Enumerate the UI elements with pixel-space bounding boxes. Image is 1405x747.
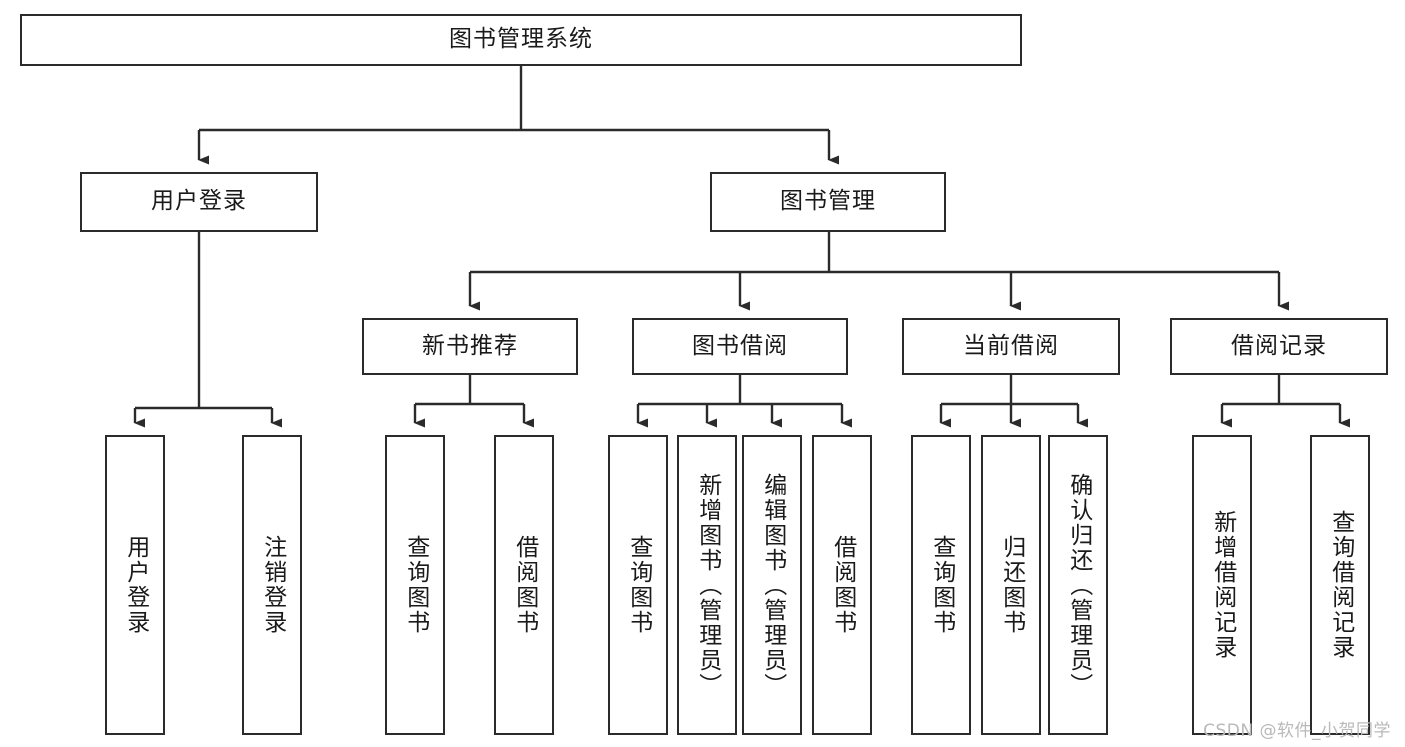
node-borrow-record[interactable]: 借阅记录 [1170, 318, 1388, 375]
leaf-book-borrow-add[interactable]: 新增图书（管理员） [677, 435, 737, 735]
watermark-text: CSDN @软件_小贺同学 [1203, 721, 1391, 741]
node-label: 借阅记录 [1231, 332, 1327, 359]
node-label: 查询图书 [402, 535, 429, 635]
node-user-login[interactable]: 用户登录 [80, 172, 318, 232]
node-label: 编辑图书（管理员） [759, 472, 786, 698]
node-label: 注销登录 [259, 535, 286, 635]
node-label: 用户登录 [151, 188, 247, 215]
leaf-current-borrow-query[interactable]: 查询图书 [911, 435, 971, 735]
node-label: 图书借阅 [692, 332, 788, 359]
node-label: 新书推荐 [422, 332, 518, 359]
node-label: 用户登录 [122, 535, 149, 635]
leaf-current-borrow-confirm-return[interactable]: 确认归还（管理员） [1048, 435, 1108, 735]
leaf-new-book-query[interactable]: 查询图书 [385, 435, 445, 735]
node-label: 归还图书 [998, 535, 1025, 635]
leaf-user-login-signout[interactable]: 注销登录 [242, 435, 302, 735]
leaf-borrow-record-query[interactable]: 查询借阅记录 [1310, 435, 1370, 735]
leaf-user-login-signin[interactable]: 用户登录 [105, 435, 165, 735]
node-label: 图书管理系统 [449, 26, 593, 53]
node-book-borrow[interactable]: 图书借阅 [632, 318, 848, 375]
node-new-book-recommend[interactable]: 新书推荐 [362, 318, 578, 375]
leaf-new-book-borrow[interactable]: 借阅图书 [494, 435, 554, 735]
node-label: 借阅图书 [829, 535, 856, 635]
leaf-book-borrow-lend[interactable]: 借阅图书 [812, 435, 872, 735]
node-label: 图书管理 [780, 188, 876, 215]
node-label: 查询图书 [928, 535, 955, 635]
node-current-borrow[interactable]: 当前借阅 [902, 318, 1120, 375]
node-label: 借阅图书 [511, 535, 538, 635]
node-label: 新增借阅记录 [1209, 510, 1236, 660]
leaf-current-borrow-return[interactable]: 归还图书 [981, 435, 1041, 735]
node-label: 当前借阅 [963, 332, 1059, 359]
node-label: 查询图书 [625, 535, 652, 635]
node-label: 确认归还（管理员） [1065, 472, 1092, 698]
leaf-borrow-record-add[interactable]: 新增借阅记录 [1192, 435, 1252, 735]
node-label: 查询借阅记录 [1327, 510, 1354, 660]
leaf-book-borrow-edit[interactable]: 编辑图书（管理员） [742, 435, 802, 735]
leaf-book-borrow-query[interactable]: 查询图书 [608, 435, 668, 735]
node-root-library-system[interactable]: 图书管理系统 [20, 14, 1022, 66]
node-book-management[interactable]: 图书管理 [710, 172, 946, 232]
node-label: 新增图书（管理员） [694, 472, 721, 698]
